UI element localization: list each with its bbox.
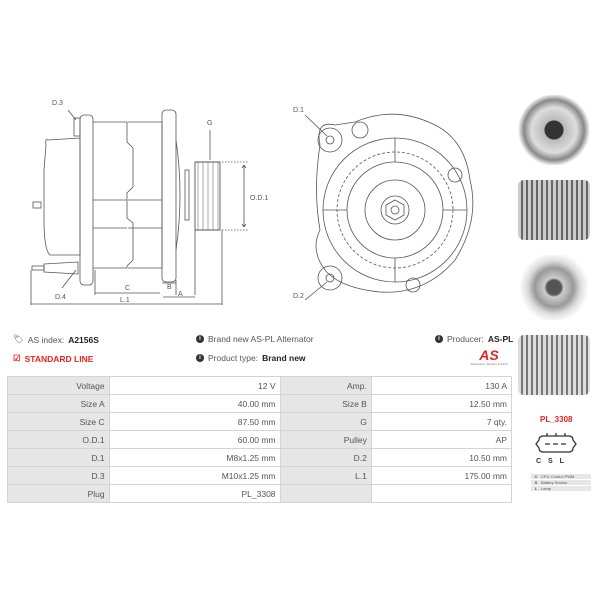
spec-label: D.3	[7, 466, 110, 485]
spec-label: D.1	[7, 448, 110, 467]
plug-pins: C S L	[536, 458, 566, 465]
checkbox-icon: ☑	[13, 353, 21, 363]
spec-label: Pulley	[279, 430, 372, 449]
description: i Brand new AS-PL Alternator	[196, 334, 314, 344]
spec-value: M10x1.25 mm	[108, 466, 281, 485]
spec-label: Plug	[7, 484, 110, 503]
tags-icon: 🏷	[13, 334, 24, 344]
spec-label: Size C	[7, 412, 110, 431]
info-icon: i	[196, 335, 204, 343]
pin-key: C	[534, 474, 538, 479]
product-photo-side[interactable]	[518, 180, 590, 240]
spec-label: L.1	[279, 466, 372, 485]
plug-connector-icon	[535, 433, 577, 453]
spec-value: 7 qty.	[370, 412, 513, 431]
spec-value: 12 V	[108, 376, 281, 395]
product-type: i Product type: Brand new	[196, 353, 306, 363]
product-photo-front[interactable]	[518, 95, 590, 165]
as-index-label: AS index:	[27, 334, 65, 345]
spec-label: Size A	[7, 394, 110, 413]
info-icon: i	[435, 335, 443, 343]
as-index-value: A2156S	[68, 334, 99, 345]
pin-desc: Lamp	[541, 486, 552, 491]
label-b: B	[167, 284, 172, 291]
product-type-label: Product type:	[208, 353, 259, 363]
spec-value: 40.00 mm	[108, 394, 281, 413]
spec-value	[370, 484, 513, 503]
label-l1: L.1	[120, 297, 130, 304]
side-view-drawing: D.3 D.4 G O.D.1 C B A L.1	[30, 100, 268, 305]
product-photo-top[interactable]	[518, 335, 590, 395]
info-icon: i	[196, 354, 204, 362]
front-view-drawing: D.1 D.2	[293, 107, 474, 300]
logo-text: AS	[479, 347, 499, 363]
spec-label: Size B	[279, 394, 372, 413]
spec-value: AP	[370, 430, 513, 449]
as-pl-logo: AS Alternators, Starters & Parts	[465, 348, 513, 366]
label-d3: D.3	[52, 100, 63, 107]
label-c: C	[125, 285, 130, 292]
spec-value: M8x1.25 mm	[108, 448, 281, 467]
spec-label: O.D.1	[7, 430, 110, 449]
plug-code: PL_3308	[540, 415, 573, 424]
pin-desc: Battery Sensor	[541, 480, 568, 485]
pin-desc: CPU Control PWM	[541, 474, 575, 479]
spec-label: G	[279, 412, 372, 431]
producer-label: Producer:	[447, 334, 484, 344]
spec-value: 87.50 mm	[108, 412, 281, 431]
as-index: 🏷 AS index: A2156S	[13, 334, 99, 345]
pin-key: S	[534, 480, 538, 485]
product-type-value: Brand new	[262, 353, 306, 363]
producer: i Producer: AS-PL	[435, 334, 513, 344]
spec-label: Amp.	[279, 376, 372, 395]
label-d2: D.2	[293, 293, 304, 300]
producer-value: AS-PL	[487, 334, 514, 344]
spec-label	[279, 484, 372, 503]
spec-value: PL_3308	[108, 484, 281, 503]
pin-key: L	[534, 486, 538, 491]
spec-value: 130 A	[370, 376, 513, 395]
product-photo-rear[interactable]	[518, 255, 590, 320]
label-d1: D.1	[293, 107, 304, 114]
spec-label: D.2	[279, 448, 372, 467]
standard-line: ☑ STANDARD LINE	[13, 353, 93, 364]
spec-label: Voltage	[7, 376, 110, 395]
label-g: G	[207, 120, 212, 127]
standard-line-text: STANDARD LINE	[24, 353, 94, 364]
label-d4: D.4	[55, 294, 66, 301]
logo-subtext: Alternators, Starters & Parts	[470, 362, 508, 366]
description-text: Brand new AS-PL Alternator	[208, 334, 314, 344]
label-od1: O.D.1	[250, 195, 268, 202]
label-a: A	[178, 291, 183, 298]
spec-value: 10.50 mm	[370, 448, 513, 467]
spec-value: 175.00 mm	[370, 466, 513, 485]
spec-value: 60.00 mm	[108, 430, 281, 449]
spec-value: 12.50 mm	[370, 394, 513, 413]
